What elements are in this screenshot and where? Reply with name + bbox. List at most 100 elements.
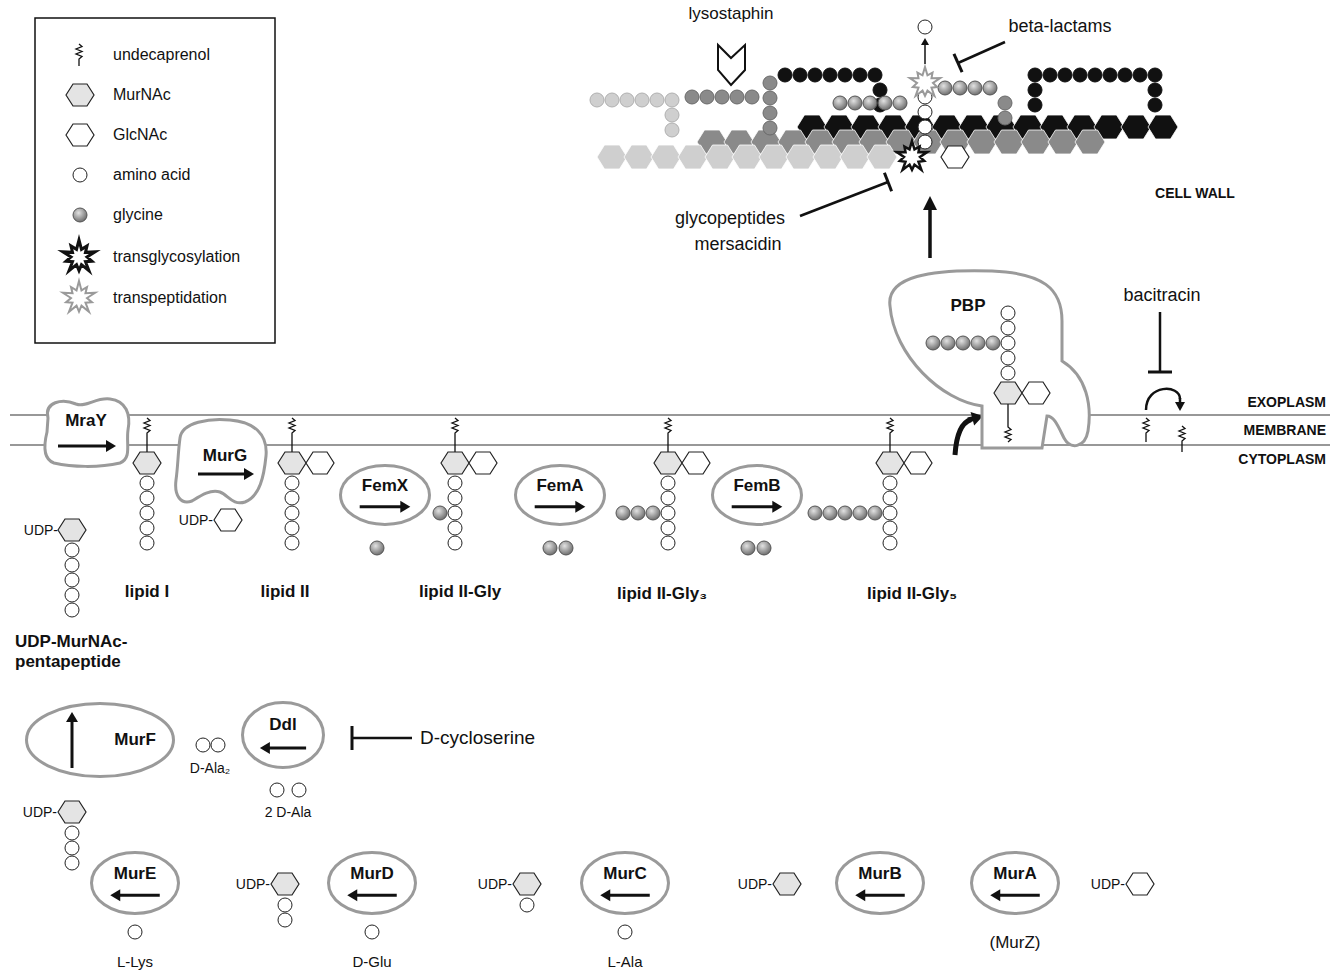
enzyme-ellipse <box>27 704 174 777</box>
text-label: L-Lys <box>117 953 153 970</box>
enzyme-name: MraY <box>65 411 107 431</box>
cytoplasm-pathway <box>58 412 1154 939</box>
amino-acid <box>918 105 932 119</box>
enzyme-name: FemX <box>362 477 408 497</box>
glycine-bridge <box>700 90 714 104</box>
amino-acid <box>65 573 79 587</box>
legend-text: MurNAc <box>113 86 171 104</box>
arrow-head <box>990 889 1000 901</box>
enzyme-shape: PBP <box>882 266 1094 452</box>
amino-acid <box>285 506 299 520</box>
amino-acid <box>883 476 897 490</box>
amino-acid <box>883 491 897 505</box>
amino-acid <box>140 536 154 550</box>
glycine <box>941 336 955 350</box>
enzyme-name: MurG <box>203 446 247 466</box>
glycine <box>73 208 87 222</box>
sugar-hexagon <box>994 130 1024 154</box>
peptide <box>1073 68 1087 82</box>
text-label: lipid II-Gly <box>419 582 501 602</box>
peptide <box>998 111 1012 125</box>
amino-acid <box>65 826 79 840</box>
peptide <box>823 68 837 82</box>
sugar-hexagon <box>58 519 86 541</box>
arrow-shaft <box>732 505 774 508</box>
arrow-head <box>772 501 782 513</box>
text-label: MEMBRANE <box>1244 422 1326 438</box>
arrow-shaft <box>999 894 1040 897</box>
legend-text: transpeptidation <box>113 289 227 307</box>
arrow-shaft <box>360 505 402 508</box>
peptide <box>873 83 887 97</box>
amino-acid <box>1001 306 1015 320</box>
outline-group <box>713 466 802 525</box>
undecaprenol <box>887 418 893 452</box>
glycine <box>808 506 822 520</box>
amino-acid <box>285 521 299 535</box>
enzyme-outline <box>882 266 1094 452</box>
arrow-head <box>923 196 937 210</box>
amino-acid <box>285 491 299 505</box>
enzyme-blob <box>176 420 267 503</box>
sugar-hexagon <box>876 452 904 474</box>
enzyme-ellipse <box>972 853 1059 914</box>
arrow-head <box>66 712 78 722</box>
sugar-hexagon <box>1022 382 1050 404</box>
peptide <box>763 76 777 90</box>
peptide <box>1148 83 1162 97</box>
enzyme-shape: MurF <box>25 702 175 778</box>
legend-text: amino acid <box>113 166 190 184</box>
peptide <box>665 93 679 107</box>
glycine <box>848 96 862 110</box>
arrow-shaft <box>198 473 245 476</box>
amino-acid <box>1001 351 1015 365</box>
amino-acid <box>140 476 154 490</box>
amino-acid <box>883 521 897 535</box>
undecaprenol <box>1005 404 1011 442</box>
lipid-in-pbp <box>926 306 1050 442</box>
enzyme-ellipse <box>243 703 324 768</box>
enzyme-ellipse <box>92 853 179 914</box>
peptide <box>620 93 634 107</box>
peptide <box>590 93 604 107</box>
enzyme-ellipse <box>713 466 802 525</box>
legend <box>35 18 275 343</box>
undecaprenol <box>289 418 295 452</box>
arrow-shaft <box>58 445 107 448</box>
enzyme-outline <box>241 701 325 769</box>
arrow-shaft <box>864 894 905 897</box>
amino-acid <box>448 521 462 535</box>
sugar-hexagon <box>133 452 161 474</box>
enzyme-name: MurE <box>114 864 157 884</box>
peptide <box>635 93 649 107</box>
amino-acid <box>661 536 675 550</box>
outline-group <box>837 853 924 914</box>
sugar-hexagon <box>597 145 627 169</box>
peptide <box>1028 68 1042 82</box>
text-label: D-cycloserine <box>420 727 535 749</box>
undecaprenol <box>452 418 458 452</box>
amino-acid <box>128 925 142 939</box>
legend-text: GlcNAc <box>113 126 167 144</box>
amino-acid <box>918 120 932 134</box>
peptide <box>605 93 619 107</box>
amino-acid <box>65 543 79 557</box>
undecaprenol <box>144 418 150 452</box>
inhibitor-line <box>800 182 888 216</box>
lysostaphin-chevron <box>718 45 745 85</box>
peptide <box>1058 68 1072 82</box>
glycine <box>757 541 771 555</box>
flip-arrow <box>955 420 971 456</box>
sugar-hexagon <box>278 452 306 474</box>
sugar-hexagon <box>654 452 682 474</box>
sugar-hexagon <box>624 145 654 169</box>
text-label: 2 D-Ala <box>265 804 312 820</box>
amino-acid <box>65 558 79 572</box>
peptide <box>1133 68 1147 82</box>
sugar-hexagon <box>469 452 497 474</box>
arrow-shaft <box>71 721 74 768</box>
glycine <box>823 506 837 520</box>
amino-acid <box>618 925 632 939</box>
enzyme-shape: MurC <box>580 851 670 915</box>
glycine <box>956 336 970 350</box>
